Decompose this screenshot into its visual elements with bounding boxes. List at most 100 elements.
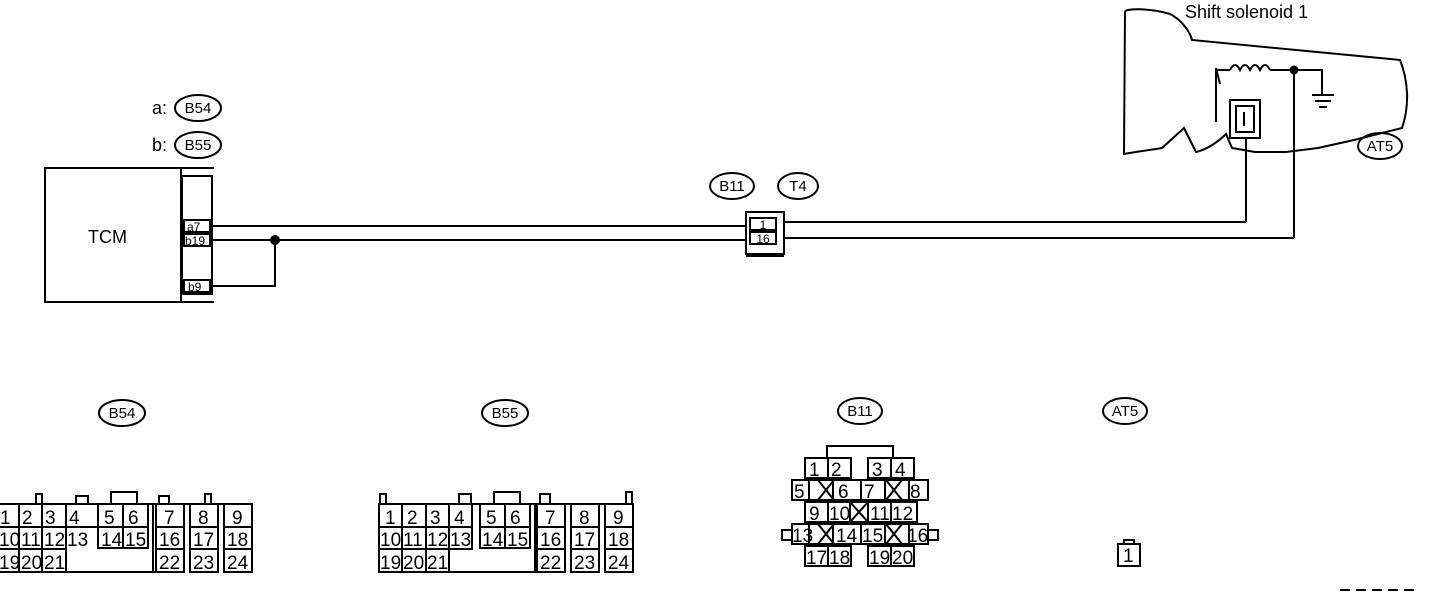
b55-pin: 1 [385,508,396,529]
b11-pin: 5 [794,482,805,503]
b54-pin: 1 [0,508,11,529]
b11-pin: 10 [829,504,850,525]
b54-pin-labels: 1 2 3 4 5 6 7 8 9 10 11 12 13 14 15 16 1… [0,508,249,574]
b55-pin: 7 [545,508,556,529]
oval-b55-bottom [481,399,529,427]
b11-pin-labels: 1 2 3 4 5 6 7 8 9 10 11 12 13 14 15 16 1… [792,460,928,569]
oval-b11-bottom [837,397,883,425]
b55-pin: 19 [380,553,401,574]
b54-pin: 12 [44,530,65,551]
b11-pin: 17 [806,548,827,569]
b54-pin: 14 [101,530,123,551]
b11-pin: 13 [792,526,813,547]
tcm-label: TCM [88,227,127,247]
b54-pin: 23 [193,553,214,574]
b11-pin: 7 [864,482,875,503]
transmission-outline [1122,8,1409,156]
b54-pin: 4 [69,508,80,529]
b55-pin: 12 [427,530,448,551]
b55-pin: 4 [454,508,465,529]
tcm-connector [176,167,214,303]
b54-pin: 24 [227,553,249,574]
harness-wires [212,221,1294,287]
label-b55-bottom: B55 [492,405,519,422]
b11-pin: 20 [892,548,913,569]
b55-pin: 10 [380,530,401,551]
label-b11-bottom: B11 [847,403,873,420]
oval-t4-top [777,172,819,200]
b11-pin: 4 [895,460,906,481]
tcm-connector-b-prefix: b: [152,135,167,155]
b55-pin: 23 [574,553,595,574]
b11-pin: 9 [809,504,820,525]
b54-pin: 17 [193,530,214,551]
b54-pin: 3 [45,508,56,529]
b55-pin: 2 [407,508,418,529]
label-b54-bottom: B54 [109,405,136,422]
b54-pin: 5 [104,508,115,529]
ground-junction-dot [270,235,280,245]
oval-b11-top [709,172,755,200]
b55-pin: 3 [430,508,441,529]
b11-pin: 11 [870,504,890,525]
oval-b55-top [174,131,222,159]
b11-pin: 18 [829,548,850,569]
b11-pin: 8 [910,482,921,503]
b54-pin: 18 [227,530,248,551]
b54-pin: 7 [164,508,175,529]
oval-at5-top [1357,132,1403,160]
b54-pin: 16 [159,530,180,551]
b55-pin: 21 [427,553,448,574]
inline-connector-b11-t4 [745,211,785,257]
b55-pin: 8 [579,508,590,529]
b11-pin: 6 [838,482,849,503]
label-b55-top: B55 [185,137,212,154]
b55-pin: 13 [450,530,471,551]
b54-pin: 8 [198,508,209,529]
b54-pin: 15 [125,530,146,551]
b11-pin: 16 [907,526,928,547]
b54-pin: 11 [21,530,41,551]
at5-pin: 1 [1123,546,1134,567]
b54-pin: 10 [0,530,20,551]
pin-b19: b19 [185,234,205,248]
label-b54-top: B54 [185,100,212,117]
junction-pin-1: 1 [760,218,767,232]
b55-pin: 18 [608,530,629,551]
b11-pin: 15 [862,526,883,547]
b11-pin: 14 [836,526,858,547]
connector-b54-face [0,491,253,573]
b11-pin: 19 [869,548,890,569]
label-t4-top: T4 [789,178,807,195]
solenoid-coil [1215,64,1334,238]
b55-pin: 17 [574,530,595,551]
tcm-connector-a-prefix: a: [152,98,167,118]
pin-a7: a7 [187,220,201,234]
oval-at5-bottom [1102,397,1148,425]
b54-pin: 13 [67,530,88,551]
connector-at5-face [1117,539,1141,567]
label-at5-top: AT5 [1367,138,1393,155]
b54-pin: 6 [128,508,139,529]
coil-junction-dot [1289,65,1299,75]
b54-pin: 2 [22,508,33,529]
b55-pin: 24 [608,553,630,574]
b55-pin-labels: 1 2 3 4 5 6 7 8 9 10 11 12 13 14 15 16 1… [380,508,630,574]
junction-pin-16: 16 [756,232,770,246]
b11-pin: 1 [809,460,820,481]
b54-pin: 21 [44,553,65,574]
solenoid-title: Shift solenoid 1 [1185,2,1308,22]
b54-pin: 9 [232,508,243,529]
b55-pin: 22 [540,553,561,574]
oval-b54-bottom [98,399,146,427]
b11-pin: 2 [831,460,842,481]
b11-pin: 3 [872,460,883,481]
b55-pin: 16 [540,530,561,551]
pin-b9: b9 [188,280,202,294]
connector-b55-face [378,491,634,573]
oval-b54-top [174,94,222,122]
label-b11-top: B11 [719,178,745,195]
b55-pin: 15 [507,530,528,551]
connector-b11-face [781,445,939,567]
